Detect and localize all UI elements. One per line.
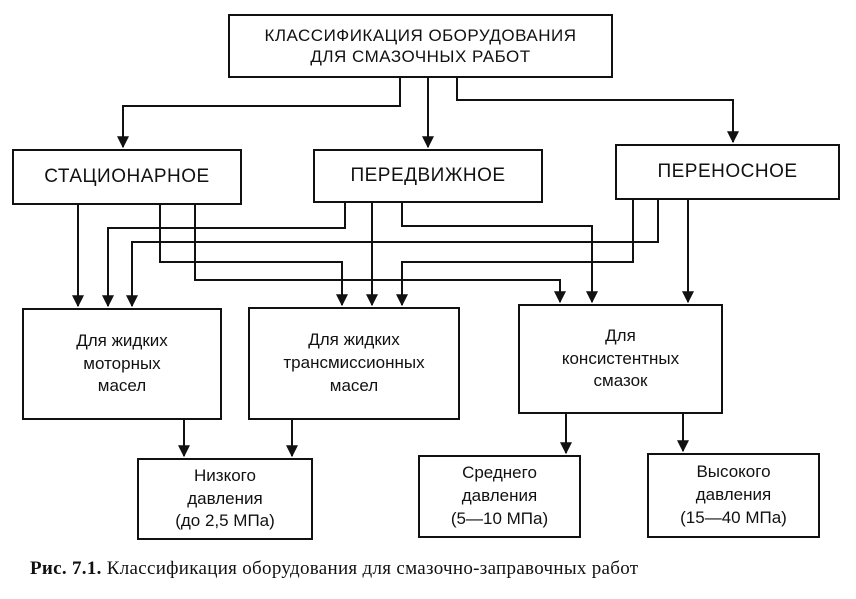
arrow-root-to-portable [456, 78, 739, 144]
figure-caption-text: Классификация оборудования для смазочно-… [106, 558, 639, 579]
purpose-line: Для [605, 325, 636, 345]
figure-caption: Рис. 7.1. Классификация оборудования для… [30, 558, 638, 580]
pressure-line: давления [695, 485, 772, 505]
pressure-line: (до 2,5 МПа) [175, 511, 275, 531]
purpose-line: смазок [593, 371, 648, 391]
pressure-line: давления [187, 488, 263, 508]
arrow-stationary-to-transmission [159, 205, 348, 307]
pressure-line: Среднего [462, 463, 537, 483]
arrow-stationary-to-grease [194, 205, 566, 304]
pressure-line: (5—10 МПа) [450, 508, 549, 528]
arrow-root-to-stationary [117, 78, 401, 149]
purpose-line: масел [329, 375, 379, 395]
purpose-greases: Для консистентных смазок [518, 304, 723, 414]
root-line-1: КЛАССИФИКАЦИЯ ОБОРУДОВАНИЯ [264, 25, 577, 45]
category-portable: ПЕРЕНОСНОЕ [615, 144, 840, 200]
arrow-mobile-to-grease [401, 203, 598, 304]
pressure-line: (15—40 МПа) [680, 507, 787, 527]
purpose-motor-oils: Для жидких моторных масел [22, 308, 222, 420]
root-node: КЛАССИФИКАЦИЯ ОБОРУДОВАНИЯ ДЛЯ СМАЗОЧНЫХ… [228, 14, 613, 78]
purpose-line: моторных [83, 353, 161, 373]
pressure-line: Низкого [194, 465, 256, 485]
pressure-line: давления [461, 486, 538, 506]
category-mobile: ПЕРЕДВИЖНОЕ [313, 149, 543, 203]
root-line-2: ДЛЯ СМАЗОЧНЫХ РАБОТ [310, 47, 531, 66]
pressure-line: Высокого [696, 462, 771, 482]
arrow-portable-to-transmission [396, 200, 634, 307]
purpose-line: масел [97, 376, 147, 396]
category-label: ПЕРЕНОСНОЕ [657, 161, 798, 183]
pressure-medium: Среднего давления (5—10 МПа) [418, 455, 581, 538]
arrow-portable-to-motor [126, 200, 659, 308]
category-stationary: СТАЦИОНАРНОЕ [12, 149, 242, 205]
pressure-high: Высокого давления (15—40 МПа) [647, 453, 820, 538]
pressure-low: Низкого давления (до 2,5 МПа) [137, 458, 313, 540]
purpose-line: Для жидких [76, 330, 168, 350]
figure-caption-label: Рис. 7.1. [30, 558, 102, 579]
purpose-line: трансмиссионных [283, 353, 425, 373]
purpose-transmission-oils: Для жидких трансмиссионных масел [248, 307, 460, 420]
arrow-mobile-to-motor [102, 203, 346, 308]
category-label: ПЕРЕДВИЖНОЕ [350, 165, 506, 187]
purpose-line: консистентных [561, 348, 680, 368]
category-label: СТАЦИОНАРНОЕ [44, 166, 210, 188]
purpose-line: Для жидких [308, 330, 400, 350]
